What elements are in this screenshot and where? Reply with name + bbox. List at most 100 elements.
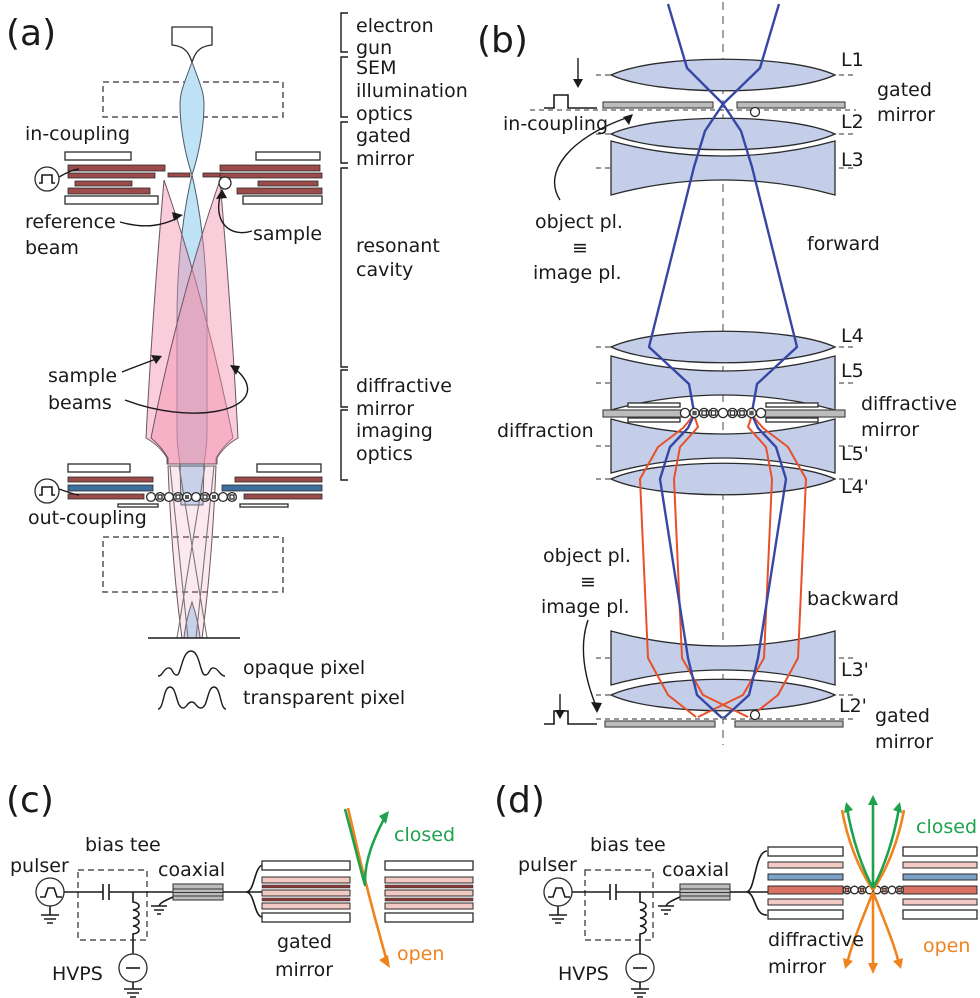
label-lens-L5p: L5' (841, 443, 869, 465)
label-lens-L2p: L2' (839, 695, 867, 717)
label-gated-mirror-c-2: mirror (275, 959, 333, 981)
label-gated-mirror-bottom-2: mirror (875, 731, 933, 753)
diffractive-mirror-stack (67, 463, 323, 508)
lens-L2 (609, 117, 837, 151)
gated-mirror-bottom-icon (604, 709, 844, 728)
electron-gun-icon (171, 26, 213, 64)
diffractive-mirror-b-icon (602, 402, 846, 423)
label-gated-mirror-c-1: gated (277, 931, 332, 953)
bracket-label-diffractive-1: diffractive (356, 375, 452, 397)
panel-b-tag: (b) (477, 20, 528, 61)
hvps-icon-d (625, 953, 655, 998)
label-diffractive-mirror-d-2: mirror (768, 956, 826, 978)
label-lens-L5: L5 (841, 360, 864, 382)
label-coaxial-d: coaxial (662, 859, 729, 881)
label-object-image-top-2: ≡ (572, 237, 588, 259)
bracket-label-diffractive-2: mirror (356, 398, 414, 420)
label-open-d: open (923, 935, 970, 957)
mirror-feed-wires-d (745, 850, 768, 916)
label-gated-mirror-top-1: gated (877, 79, 932, 101)
label-diffractive-mirror-b-1: diffractive (861, 393, 957, 415)
label-object-image-bottom-2: ≡ (580, 571, 596, 593)
coaxial-icon-d (658, 883, 746, 915)
label-sample-beams-2: beams (48, 392, 112, 414)
bracket-label-sem-2: illumination (356, 80, 468, 102)
pulser-icon-c (35, 877, 65, 924)
lens-L4p (609, 462, 837, 496)
label-lens-L3p: L3' (841, 659, 869, 681)
lens-L3 (610, 140, 836, 196)
in-coupling-pulse-bottom-icon (544, 694, 597, 725)
pulse-source-diffractive-icon (34, 478, 80, 504)
label-object-image-bottom-3: image pl. (541, 596, 630, 618)
label-opaque-pixel: opaque pixel (243, 657, 365, 679)
backward-rays (639, 414, 807, 719)
mirror-feed-wires-c (245, 864, 264, 918)
in-coupling-pulse-top-icon (544, 58, 597, 109)
opaque-pixel-waveform-icon (157, 650, 226, 677)
label-out-coupling: out-coupling (28, 507, 147, 529)
bias-tee-icon-d (572, 869, 680, 954)
label-lens-L2: L2 (841, 111, 864, 133)
label-lens-L3: L3 (841, 149, 864, 171)
label-hvps-c: HVPS (52, 963, 103, 985)
annotation-arrows-a (119, 189, 253, 414)
panel-a-tag: (a) (6, 13, 56, 54)
gated-mirror-top-icon (602, 101, 846, 118)
label-diffraction: diffraction (497, 420, 594, 442)
bracket-label-sem-3: optics (356, 103, 413, 125)
lens-L4 (609, 330, 837, 364)
label-coaxial-c: coaxial (158, 859, 225, 881)
panel-d-tag: (d) (494, 780, 545, 821)
label-gated-mirror-bottom-1: gated (875, 705, 930, 727)
gated-mirror-stack-c (261, 860, 474, 923)
bracket-label-sem-1: SEM (356, 57, 396, 79)
sample-icon (218, 176, 232, 190)
label-gated-mirror-top-2: mirror (877, 104, 935, 126)
panel-c: (c) (6, 780, 474, 998)
beam-trajectories-d (840, 795, 906, 974)
hvps-icon-c (118, 953, 148, 998)
bracket-label-resonant-1: resonant (356, 235, 440, 257)
label-bias-tee-c: bias tee (85, 834, 161, 856)
coaxial-icon-c (151, 883, 246, 915)
object-plane-arrows (554, 114, 633, 713)
label-open-c: open (397, 943, 444, 965)
label-lens-L4: L4 (841, 325, 864, 347)
label-reference-beam-2: beam (25, 237, 79, 259)
label-bias-tee-d: bias tee (590, 834, 666, 856)
label-lens-L1: L1 (841, 49, 864, 71)
lens-L2p (609, 678, 837, 712)
label-object-image-bottom-1: object pl. (543, 545, 631, 567)
label-closed-d: closed (916, 816, 977, 838)
label-hvps-d: HVPS (558, 963, 609, 985)
label-transparent-pixel: transparent pixel (243, 687, 405, 709)
panel-b: (b) (477, 2, 957, 753)
pulser-icon-d (543, 877, 573, 924)
sample-beams-shape (145, 179, 239, 639)
diffraction-grating-b-icon (679, 407, 767, 419)
label-in-coupling-b: in-coupling (503, 113, 608, 135)
lens-L1 (609, 58, 837, 92)
panel-d: (d) (494, 780, 978, 998)
label-object-image-top-1: object pl. (535, 211, 623, 233)
diffraction-grating-d-icon (842, 885, 904, 895)
panel-a: (a) (6, 12, 468, 710)
bracket-label-resonant-2: cavity (356, 259, 413, 281)
bracket-label-electron-gun-1: electron (356, 15, 434, 37)
bias-tee-icon-c (64, 869, 173, 954)
label-diffractive-mirror-b-2: mirror (861, 419, 919, 441)
label-backward: backward (807, 588, 899, 610)
pulse-source-gated-icon (34, 166, 80, 192)
label-forward: forward (807, 233, 880, 255)
bracket-label-imaging-1: imaging (356, 420, 433, 442)
label-diffractive-mirror-d-1: diffractive (768, 929, 864, 951)
label-pulser-c: pulser (10, 855, 69, 877)
section-brackets (340, 12, 348, 481)
label-reference-beam-1: reference (25, 211, 116, 233)
forward-rays (647, 3, 799, 413)
diffractive-mirror-stack-d (767, 846, 978, 920)
label-closed-c: closed (394, 824, 455, 846)
